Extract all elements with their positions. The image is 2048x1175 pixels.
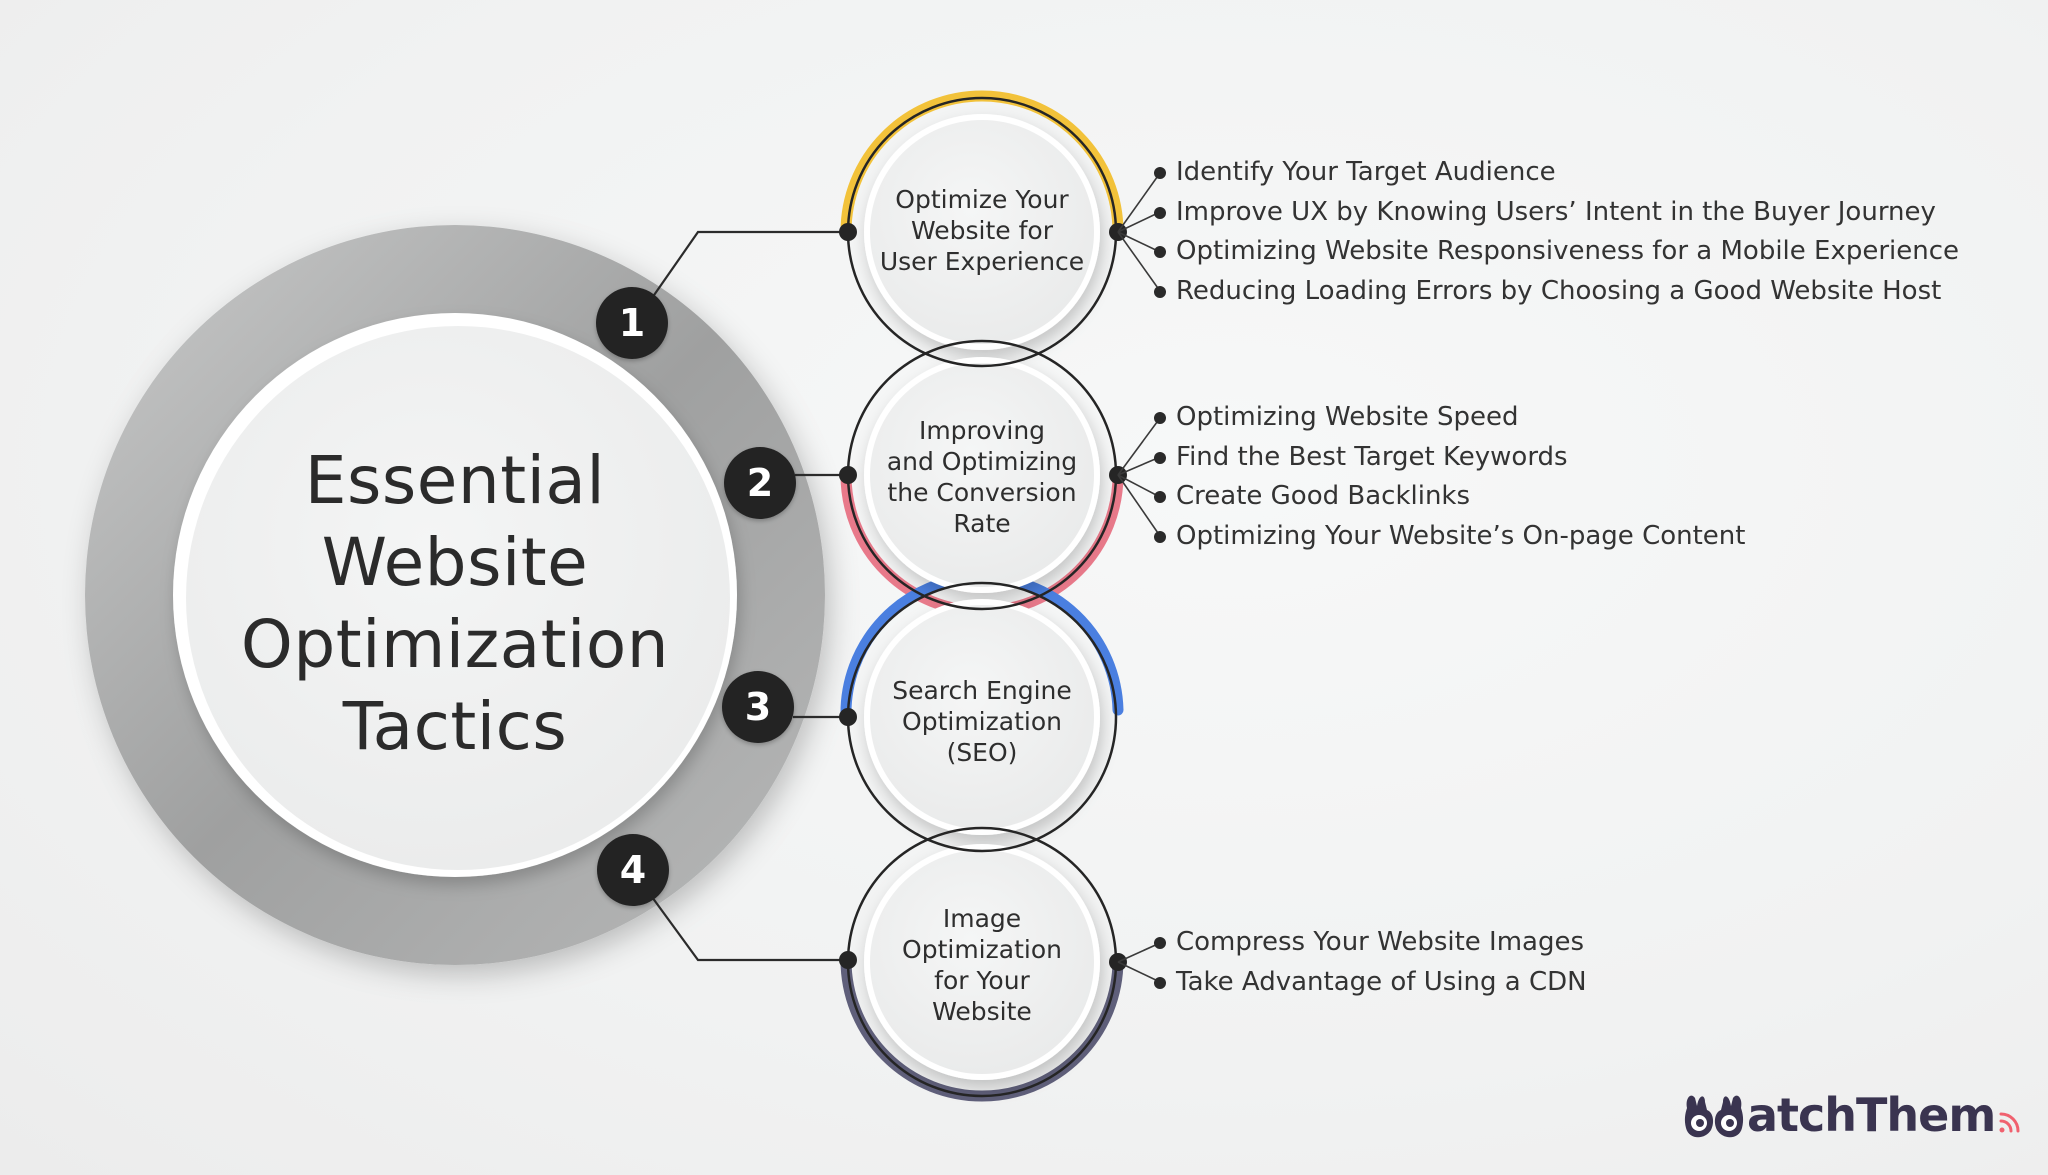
bullet-text: Reducing Loading Errors by Choosing a Go… [1176, 275, 1942, 306]
node-label-line: Improving [918, 416, 1046, 445]
hub-circle [85, 225, 825, 965]
node-label-line: (SEO) [946, 738, 1018, 767]
node-2-bullets: Optimizing Website Speed Find the Best T… [1154, 398, 1745, 556]
node-label-line: Website for [911, 216, 1053, 245]
bullet-text: Optimizing Your Website’s On-page Conten… [1176, 520, 1746, 551]
bullet-dot-icon [1154, 937, 1166, 949]
bullet-item: Optimizing Your Website’s On-page Conten… [1154, 517, 1745, 557]
bullet-dot-icon [1154, 412, 1166, 424]
bullet-dot-icon [1154, 976, 1166, 989]
bullet-item: Take Advantage of Using a CDN [1154, 963, 1587, 1003]
bullet-dot-icon [1154, 167, 1166, 179]
node-label-line: Rate [953, 509, 1011, 538]
badge-1: 1 [596, 287, 668, 359]
bullet-text: Optimizing Website Responsiveness for a … [1176, 236, 1960, 266]
bullet-dot-icon [1154, 206, 1166, 219]
node-label-line: Optimization [902, 935, 1062, 964]
bullet-text: Take Advantage of Using a CDN [1176, 966, 1587, 997]
bullet-text: Optimizing Website Speed [1176, 402, 1519, 432]
node-label-line: Search Engine [892, 676, 1072, 705]
bullet-text: Improve UX by Knowing Users’ Intent in t… [1176, 196, 1936, 227]
node-label-line: Optimization [902, 707, 1062, 736]
bullet-item: Create Good Backlinks [1154, 477, 1745, 517]
node-4-bullets: Compress Your Website Images Take Advant… [1154, 923, 1587, 1002]
bullet-item: Optimizing Website Speed [1154, 398, 1745, 438]
node-label-line: for Your [934, 966, 1030, 995]
hub-title-line: Website [321, 524, 589, 601]
bullet-dot-icon [1154, 491, 1166, 503]
hub-title: Essential Website Optimization Tactics [175, 440, 735, 768]
bullet-dot-icon [1154, 451, 1166, 464]
badge-2: 2 [724, 447, 796, 519]
logo-text: atchThem [1747, 1088, 1996, 1142]
hub-title-line: Optimization [240, 606, 670, 683]
node-4-label: Image Optimization for Your Website [867, 903, 1097, 1027]
bullet-dot-icon [1154, 246, 1166, 258]
wifi-signal-icon [1999, 1112, 2020, 1133]
bullet-fan-lines [1117, 172, 1161, 983]
node-label-line: Image [942, 904, 1022, 933]
bullet-text: Identify Your Target Audience [1176, 157, 1556, 187]
node-3-label: Search Engine Optimization (SEO) [867, 675, 1097, 768]
node-label-line: User Experience [879, 247, 1085, 276]
bullet-item: Optimizing Website Responsiveness for a … [1154, 232, 1959, 272]
hub-title-line: Essential [304, 442, 606, 519]
node-1-bullets: Identify Your Target Audience Improve UX… [1154, 153, 1959, 311]
node-2-label: Improving and Optimizing the Conversion … [867, 415, 1097, 539]
bullet-item: Improve UX by Knowing Users’ Intent in t… [1154, 193, 1959, 233]
bullet-dot-icon [1154, 530, 1166, 543]
hub-title-line: Tactics [342, 688, 568, 765]
node-label-line: and Optimizing [886, 447, 1078, 476]
bullet-item: Find the Best Target Keywords [1154, 438, 1745, 478]
watching-eyes-hands-icon [1684, 1095, 1744, 1138]
bullet-text: Create Good Backlinks [1176, 481, 1471, 511]
bullet-item: Reducing Loading Errors by Choosing a Go… [1154, 272, 1959, 312]
bullet-item: Compress Your Website Images [1154, 923, 1587, 963]
bullet-item: Identify Your Target Audience [1154, 153, 1959, 193]
node-disks [864, 114, 1100, 1080]
bullet-dot-icon [1154, 285, 1166, 298]
node-1-label: Optimize Your Website for User Experienc… [867, 184, 1097, 277]
watchthem-logo: atchThem [1683, 1088, 2023, 1142]
badge-3: 3 [722, 671, 794, 743]
node-label-line: Website [932, 997, 1032, 1026]
badge-4: 4 [597, 834, 669, 906]
bullet-text: Find the Best Target Keywords [1176, 441, 1568, 472]
connectors [651, 230, 848, 962]
node-label-line: the Conversion [887, 478, 1077, 507]
bullet-text: Compress Your Website Images [1176, 927, 1585, 957]
node-label-line: Optimize Your [895, 185, 1069, 214]
